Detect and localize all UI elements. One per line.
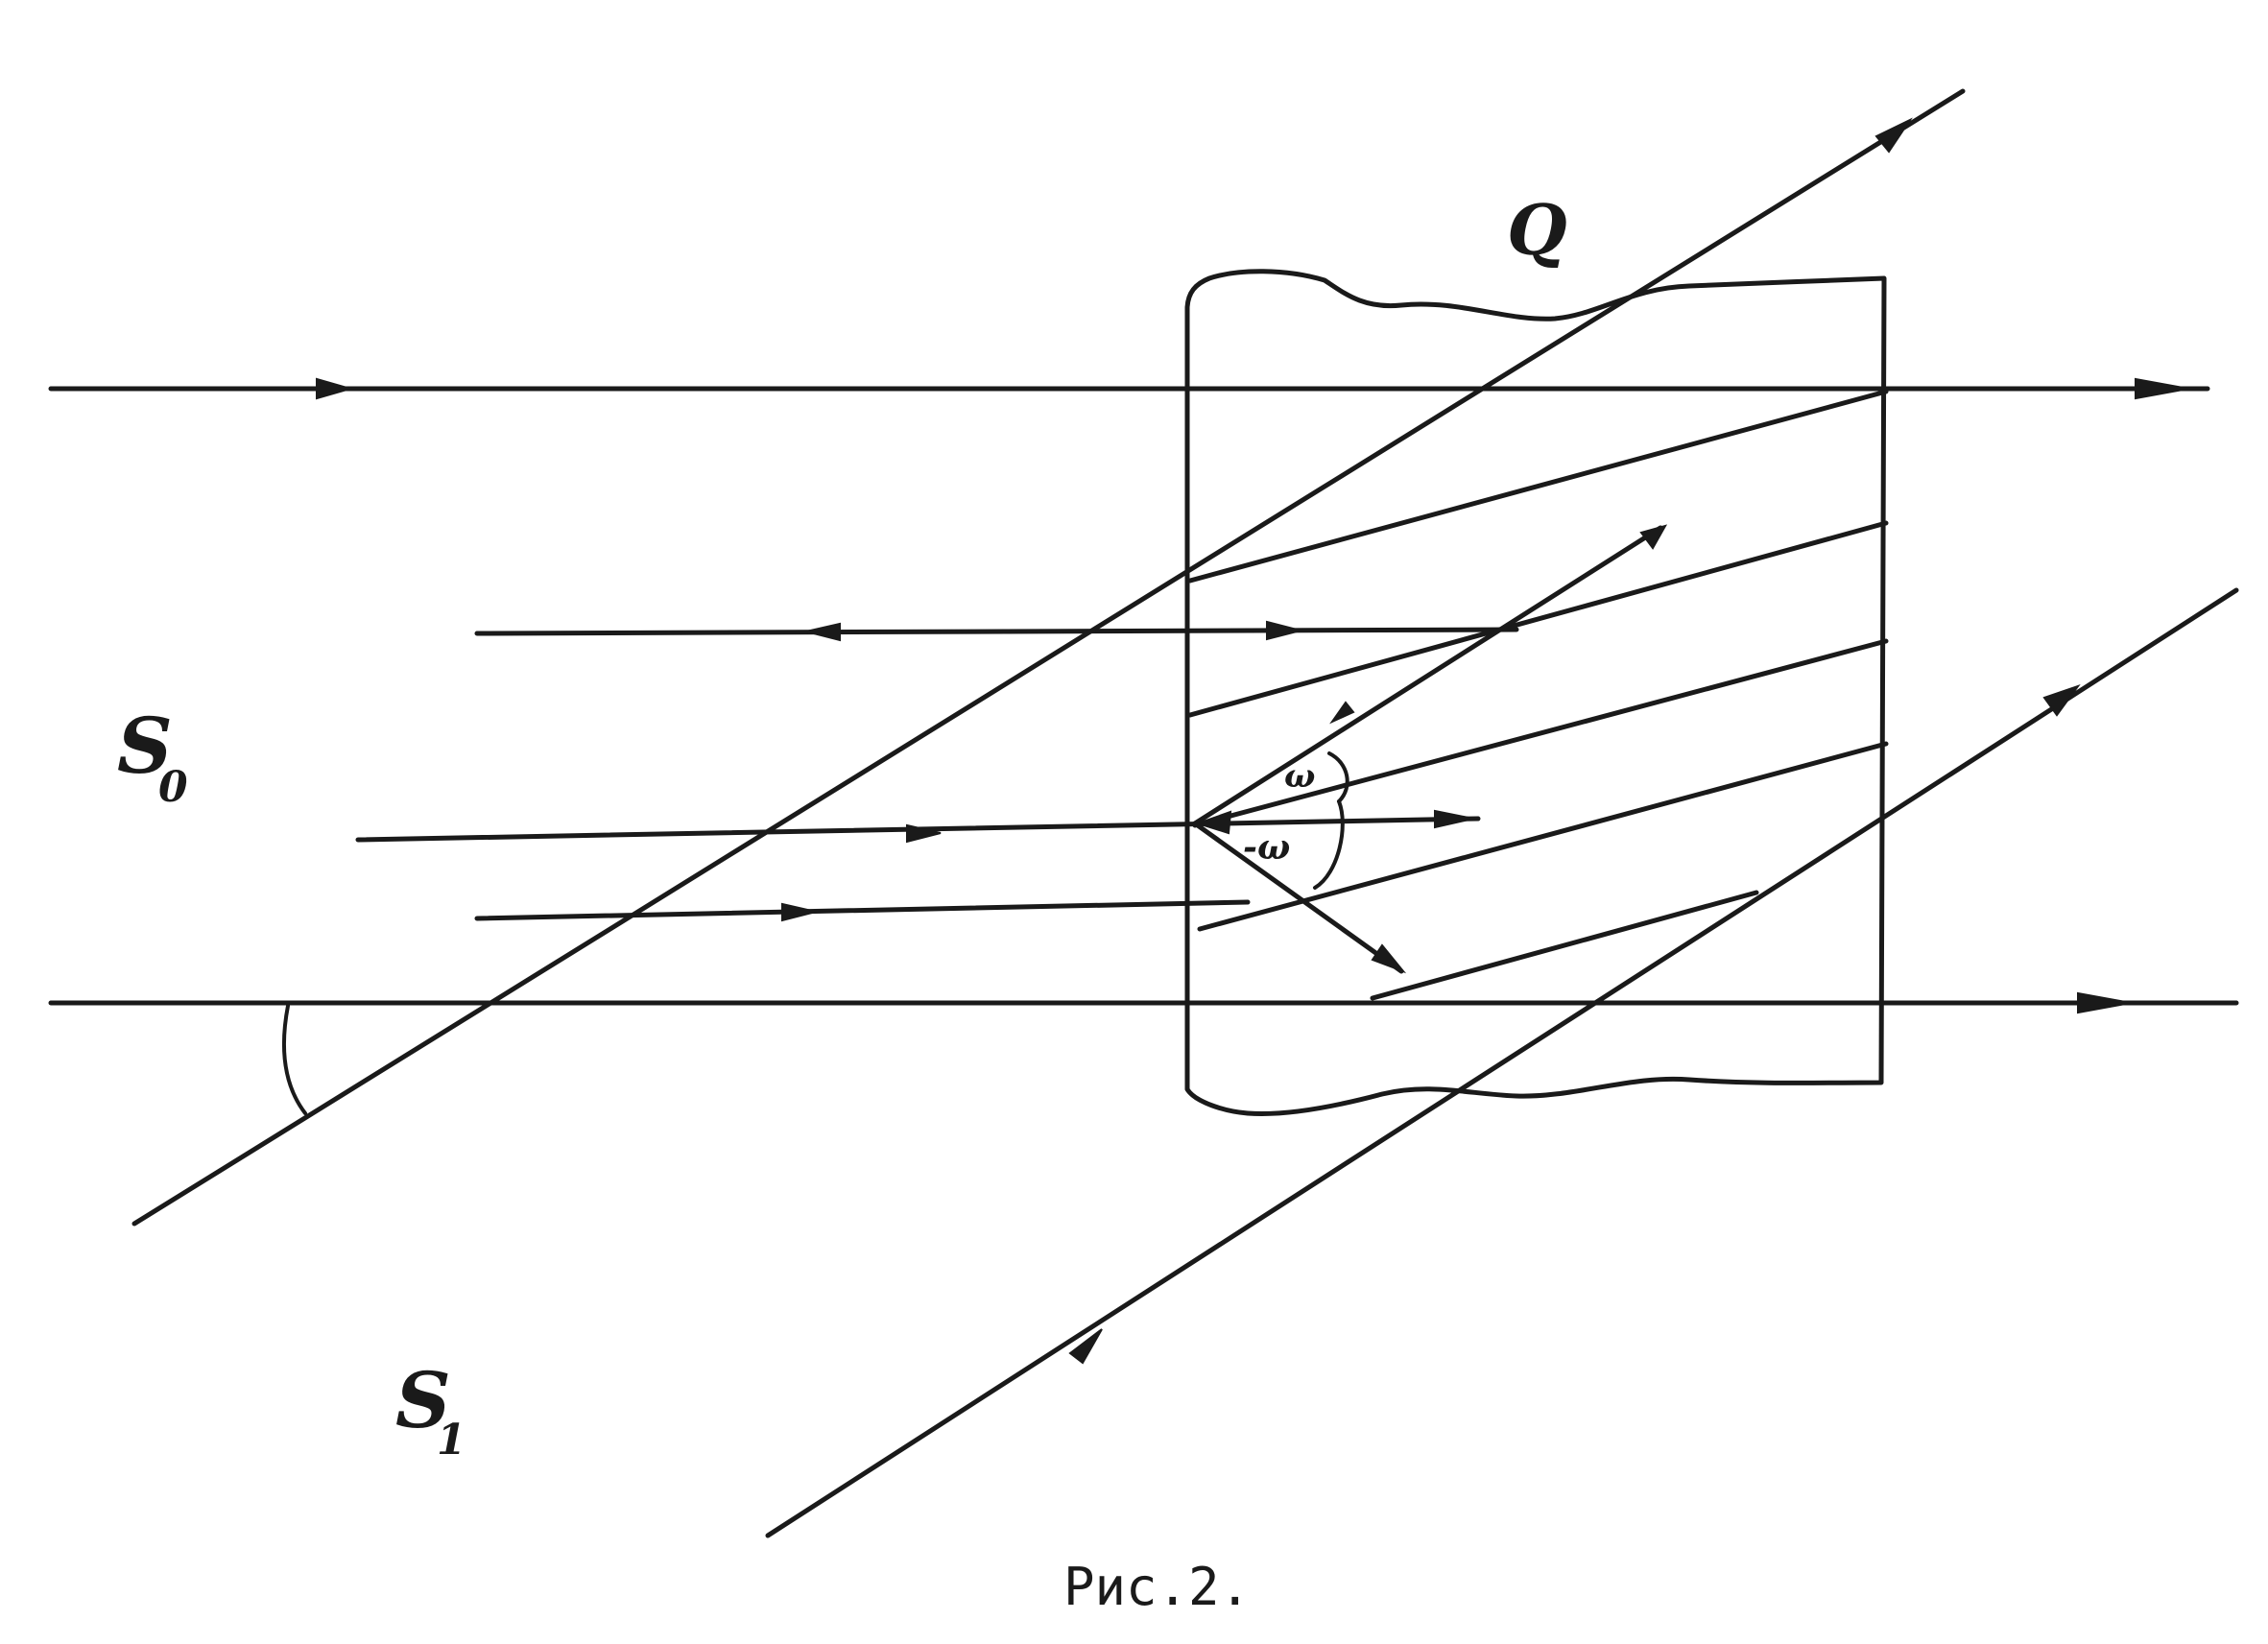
label-s1-subscript: 1 (437, 1416, 466, 1465)
figure-caption: Рис.2. (1063, 1557, 1251, 1617)
minus-omega-angle-arc (1313, 799, 1345, 890)
label-q: Q (1507, 189, 1567, 271)
label-omega: ω (1284, 757, 1315, 796)
label-s0-subscript: 0 (158, 763, 188, 812)
inner-beam-1 (474, 627, 1519, 636)
inclined-line-s0 (131, 88, 1966, 1227)
slab-line-5 (1370, 890, 1759, 1001)
wave-vector-lower (1192, 821, 1404, 974)
label-s0: S (117, 701, 173, 791)
slab-line-4 (1197, 741, 1889, 932)
slab-line-2 (1187, 520, 1889, 718)
wave-vector-upper (1192, 525, 1663, 826)
omega-angle-arc (1327, 751, 1349, 803)
incidence-angle-arc (282, 1004, 307, 1115)
arrow-inner-3-mid (781, 902, 817, 922)
arrow-wave-vector-upper (1639, 524, 1668, 550)
slab-line-3 (1192, 638, 1889, 828)
arrow-inclined-s0 (1874, 117, 1913, 154)
arrow-inner-1-left (805, 622, 841, 642)
label-s1: S (395, 1355, 451, 1445)
inclined-line-s1 (765, 587, 2239, 1538)
arrow-inclined-s1-lower (1068, 1328, 1103, 1365)
slab-outline (1184, 269, 1887, 1116)
arrow-bottom-beam-out (2077, 991, 2132, 1014)
arrow-wave-vector-mid (1329, 701, 1355, 725)
arrow-top-beam-out (2135, 377, 2189, 400)
arrow-inner-2-mid (906, 823, 942, 844)
arrow-inclined-s1-upper (2042, 684, 2081, 717)
label-minus-omega: -ω (1243, 827, 1290, 868)
arrow-inner-2-right (1434, 809, 1474, 829)
arrow-inner-1-right (1266, 620, 1301, 641)
inner-beam-3 (474, 899, 1251, 921)
slab-line-1 (1187, 389, 1889, 584)
arrow-wave-vector-lower (1371, 943, 1407, 974)
arrow-incidence-point (1194, 810, 1232, 835)
arrow-top-beam-in (316, 377, 354, 400)
